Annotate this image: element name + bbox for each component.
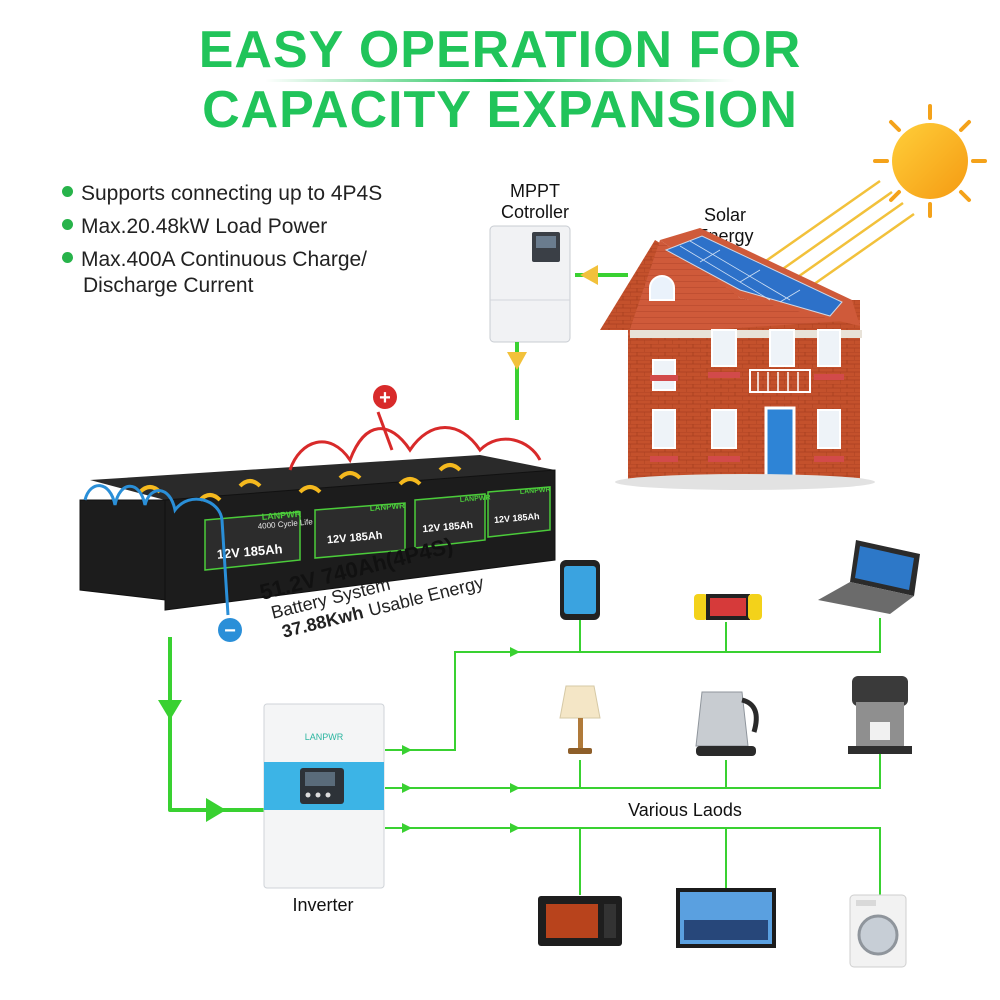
microwave-oven-icon (538, 896, 622, 946)
positive-cable (288, 426, 542, 471)
battery-rating: 12V 185Ah (326, 530, 383, 547)
title-line-1: EASY OPERATION FOR (198, 21, 802, 79)
washing-machine-icon (849, 894, 907, 968)
title-line-2: CAPACITY EXPANSION (202, 81, 798, 139)
battery-brand: LANPWR (261, 509, 302, 522)
bullet-icon (62, 219, 73, 230)
inverter-brand: LANPWR (305, 732, 344, 742)
battery-rating: 12V 185Ah (422, 520, 473, 535)
smartphone-icon (560, 560, 600, 620)
mppt-controller-icon (489, 225, 571, 343)
positive-lead (376, 411, 394, 451)
battery-brand: LANPWR (460, 494, 491, 504)
load-lines (385, 618, 881, 895)
game-console-icon (694, 594, 762, 620)
battery-bank-icon: 12V 185Ah 12V 185Ah 12V 185Ah 12V 185Ah … (79, 455, 556, 611)
arrow-icon (580, 265, 598, 285)
load-arrows (402, 647, 520, 833)
arrow-icon (507, 352, 527, 370)
kettle-icon (695, 691, 759, 756)
svg-text:+: + (379, 387, 391, 409)
bullet-icon (62, 252, 73, 263)
feature-item: Supports connecting up to 4P4S (62, 181, 382, 207)
laptop-icon (818, 540, 920, 614)
negative-terminal-icon: − (218, 618, 242, 642)
arrow-icon (206, 798, 226, 822)
bullet-icon (62, 186, 73, 197)
arrow-icon (158, 700, 182, 720)
sun-icon (873, 104, 987, 218)
coffee-machine-icon (848, 676, 912, 754)
inverter-label: Inverter (292, 895, 354, 915)
feature-item: Max.400A Continuous Charge/ (62, 247, 367, 273)
title-divider (265, 79, 735, 82)
house-icon (600, 228, 875, 490)
battery-rating: 12V 185Ah (216, 541, 283, 562)
feature-item-continued: Discharge Current (83, 274, 254, 297)
negative-cable (83, 484, 230, 616)
television-icon (676, 888, 776, 948)
mppt-label: MPPT Cotroller (500, 181, 570, 222)
svg-text:−: − (224, 620, 236, 642)
feature-item: Max.20.48kW Load Power (62, 214, 327, 240)
battery-rating: 12V 185Ah (494, 511, 540, 525)
sunlight-rays (747, 179, 915, 298)
battery-brand: LANPWR (369, 501, 405, 513)
positive-terminal-icon: + (373, 385, 397, 409)
battery-brand: LANPWR (520, 486, 551, 496)
lamp-icon (559, 685, 601, 754)
various-loads-label: Various Laods (600, 800, 770, 821)
inverter-icon: LANPWR (263, 703, 385, 889)
